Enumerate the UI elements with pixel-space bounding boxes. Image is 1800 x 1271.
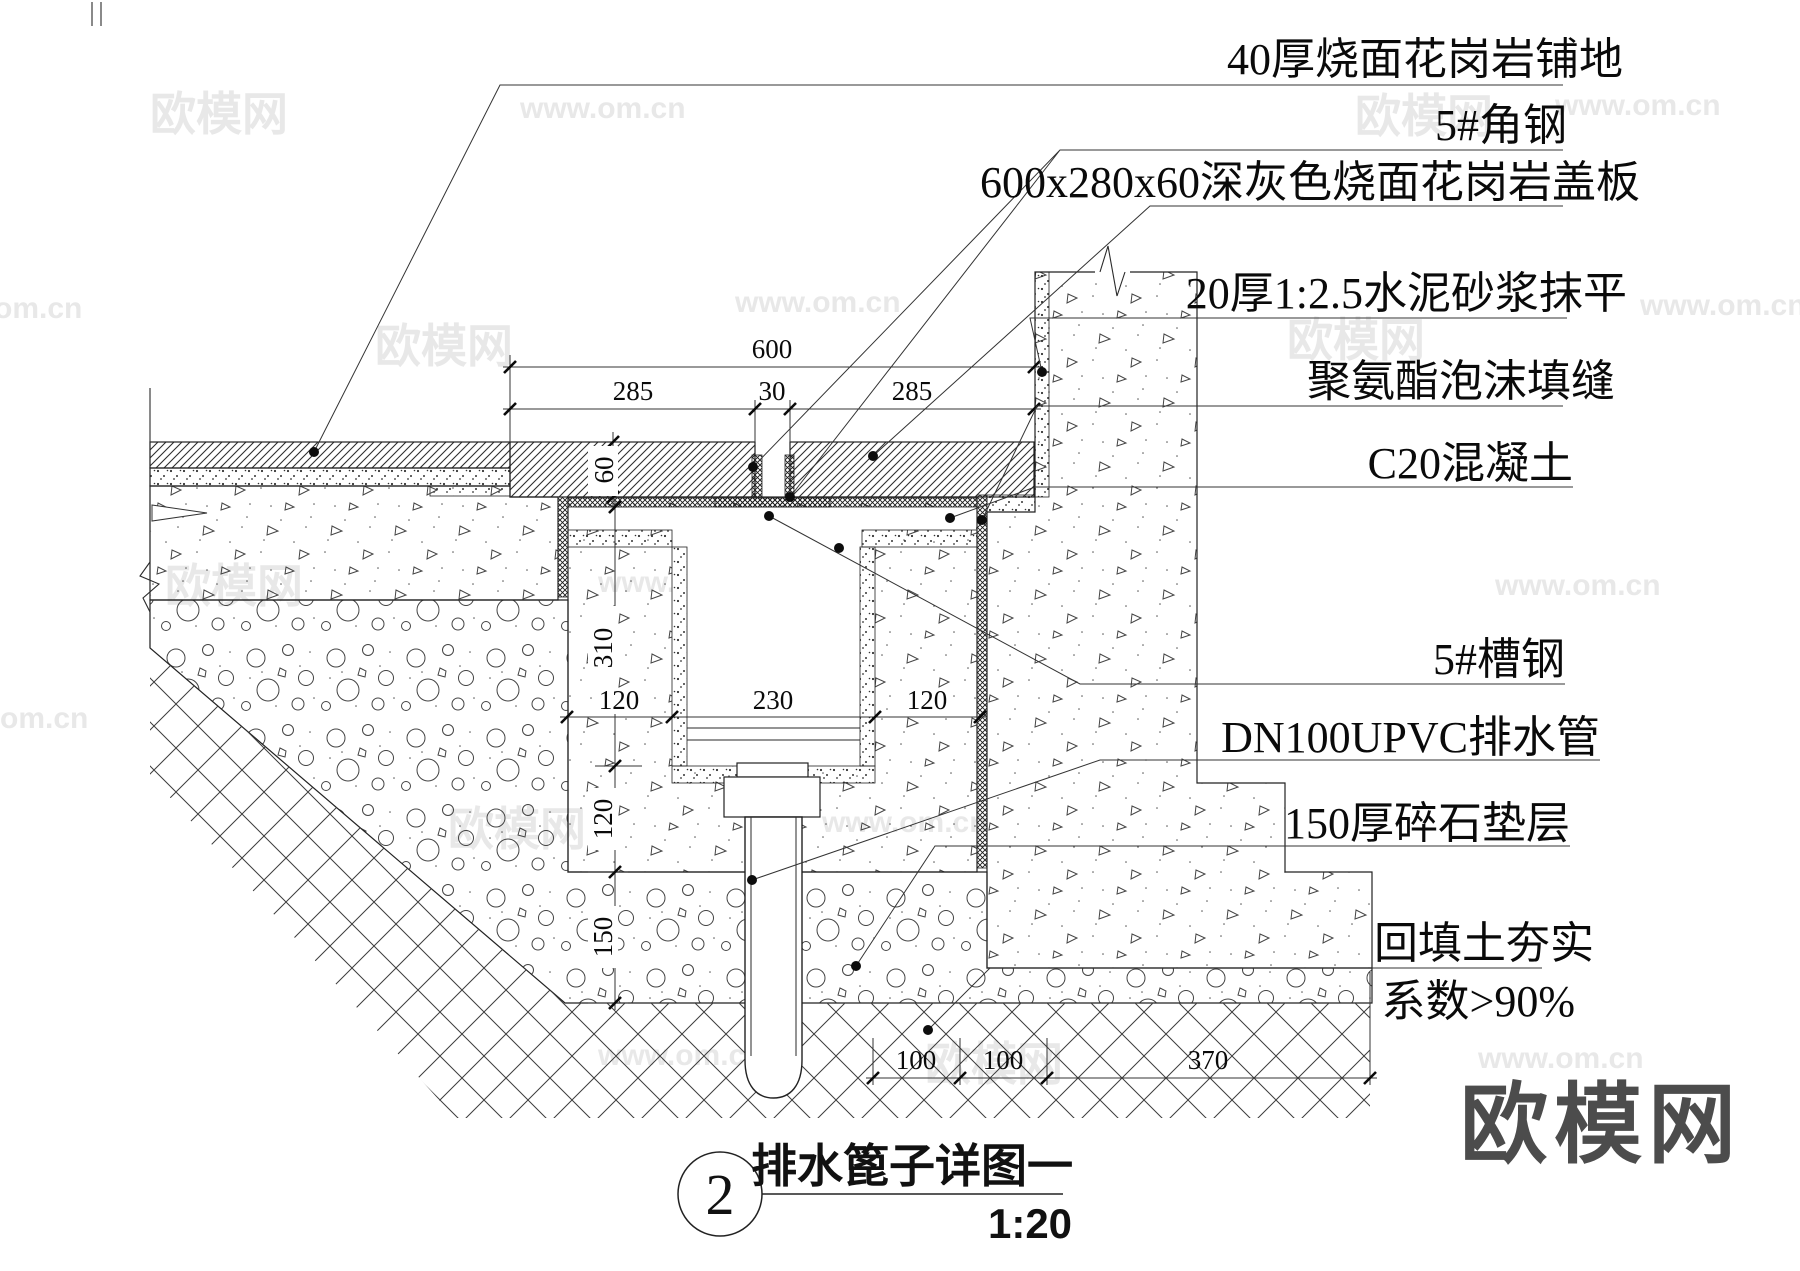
watermark-brand: 欧模网 — [150, 88, 288, 140]
lining-wall-right — [859, 546, 876, 767]
dim-bg — [595, 688, 645, 714]
leader-c20 — [949, 486, 1573, 519]
detail-number: 2 — [706, 1162, 735, 1227]
watermark-site: www.om.cn — [1494, 569, 1661, 602]
leader-angle-steel — [752, 149, 1563, 498]
leader-foam — [981, 405, 1563, 521]
dim-channel-width: 230 — [753, 685, 794, 715]
watermark-site: www.om.cn — [1477, 1042, 1644, 1075]
angle-steel-plate — [714, 496, 831, 508]
dim-top-right: 285 — [892, 376, 933, 406]
title-block: 2 排水篦子详图一 1:20 — [677, 1140, 1073, 1247]
dim-channel-depth: 310 — [588, 628, 618, 669]
dimensions-layer: 600 285 30 285 60 310 120 150 120 230 12… — [503, 334, 1377, 1085]
leader-dots — [309, 367, 1047, 1035]
watermark-short: om.cn — [0, 292, 82, 325]
wall-break-zigzag — [1099, 245, 1126, 297]
dim-bed-thickness: 150 — [588, 917, 618, 958]
wall-mortar-strip — [1034, 271, 1050, 498]
angle-steel-right — [784, 454, 795, 498]
callout-backfill-line2: 系数>90% — [1382, 977, 1575, 1026]
angle-steel-left — [751, 454, 763, 498]
detail-title: 排水篦子详图一 — [751, 1140, 1073, 1192]
foam-joint-left — [557, 496, 569, 598]
granite-cover-right — [789, 441, 1035, 498]
ticks-left-chain — [608, 500, 622, 1010]
dim-bottom-1: 100 — [896, 1045, 937, 1075]
watermark-brand: 欧模网 — [375, 320, 513, 372]
dim-bottom-2: 100 — [983, 1045, 1024, 1075]
callout-channel-steel: 5#槽钢 — [1433, 635, 1565, 684]
ext-top — [509, 355, 791, 442]
left-break-zigzag — [139, 561, 161, 648]
callout-paving: 40厚烧面花岗岩铺地 — [1227, 35, 1623, 84]
pipe-wall-lines — [750, 817, 797, 1056]
leader-mortar — [1029, 317, 1567, 373]
callout-cover-slab: 600x280x60深灰色烧面花岗岩盖板 — [980, 158, 1640, 207]
ticks-mid — [560, 710, 987, 724]
ticks-285 — [503, 402, 1041, 416]
ext-bottom — [872, 972, 1371, 1085]
mortar-bed-region — [149, 467, 511, 487]
dim-bg — [588, 446, 618, 496]
leader-cover — [872, 205, 1563, 457]
lining-top-right — [861, 529, 978, 548]
callout-backfill-line1: 回填土夯实 — [1374, 919, 1594, 968]
callout-upvc-pipe: DN100UPVC排水管 — [1221, 713, 1600, 762]
foam-joint-right — [976, 494, 988, 869]
dim-top-total: 600 — [752, 334, 793, 364]
channel-opening — [672, 507, 875, 766]
watermark-brand: 欧模网 — [1355, 90, 1493, 142]
outlet-body — [723, 776, 821, 818]
watermark-site: www.om.cn — [519, 92, 686, 125]
dim-bg — [588, 606, 618, 690]
callout-layer: 40厚烧面花岗岩铺地 5#角钢 600x280x60深灰色烧面花岗岩盖板 20厚… — [309, 35, 1640, 1035]
lining-wall-left — [671, 546, 688, 767]
detail-scale: 1:20 — [988, 1200, 1072, 1247]
site-logo: 欧模网 — [1460, 1075, 1742, 1174]
channel-inner-lines — [687, 727, 860, 741]
lining-top-left — [567, 529, 673, 548]
break-symbols — [91, 2, 1130, 648]
dim-bg — [903, 688, 953, 714]
corner-marks — [91, 2, 102, 26]
dim-top-left: 285 — [613, 376, 654, 406]
dim-bg — [588, 788, 618, 850]
leader-gravel — [855, 845, 1570, 967]
upvc-pipe — [744, 816, 803, 1099]
granite-cover-left — [509, 441, 756, 498]
watermark-brand: 欧模网 — [1287, 314, 1425, 366]
dim-wall-left: 120 — [599, 685, 640, 715]
callout-cement-mortar: 20厚1:2.5水泥砂浆抹平 — [1186, 269, 1627, 318]
outlet-flange — [736, 762, 809, 778]
callout-c20-concrete: C20混凝土 — [1368, 439, 1573, 488]
dim-wall-right: 120 — [907, 685, 948, 715]
watermark-site: www.om.cn — [1639, 289, 1800, 322]
matchline-arrow — [151, 504, 208, 522]
granite-paving-region — [149, 441, 511, 469]
callout-foam: 聚氨酯泡沫填缝 — [1307, 357, 1615, 406]
left-concrete-region — [149, 485, 559, 601]
leader-pipe — [751, 759, 1600, 881]
dim-bg — [588, 906, 618, 968]
leader-paving — [313, 84, 1563, 453]
watermark-site: www.om.cn — [1554, 89, 1721, 122]
dim-base-thickness: 120 — [588, 799, 618, 840]
leader-backfill — [927, 967, 1542, 1031]
callout-gravel-bed: 150厚碎石垫层 — [1284, 799, 1570, 848]
ext-left-chain — [575, 506, 642, 1004]
backfill-region — [150, 648, 1370, 1118]
callout-angle-steel: 5#角钢 — [1435, 101, 1567, 150]
ticks-bottom — [866, 1071, 1377, 1085]
ticks-600 — [503, 360, 1041, 374]
watermark-site: www.om.cn — [734, 286, 901, 319]
section-geometry — [149, 271, 1373, 1118]
watermark-short: om.cn — [0, 702, 88, 735]
leader-channel-steel — [768, 515, 1565, 685]
dim-slot: 30 — [759, 376, 786, 406]
dim-bottom-3: 370 — [1188, 1045, 1229, 1075]
dim-cover-thickness: 60 — [589, 457, 619, 484]
